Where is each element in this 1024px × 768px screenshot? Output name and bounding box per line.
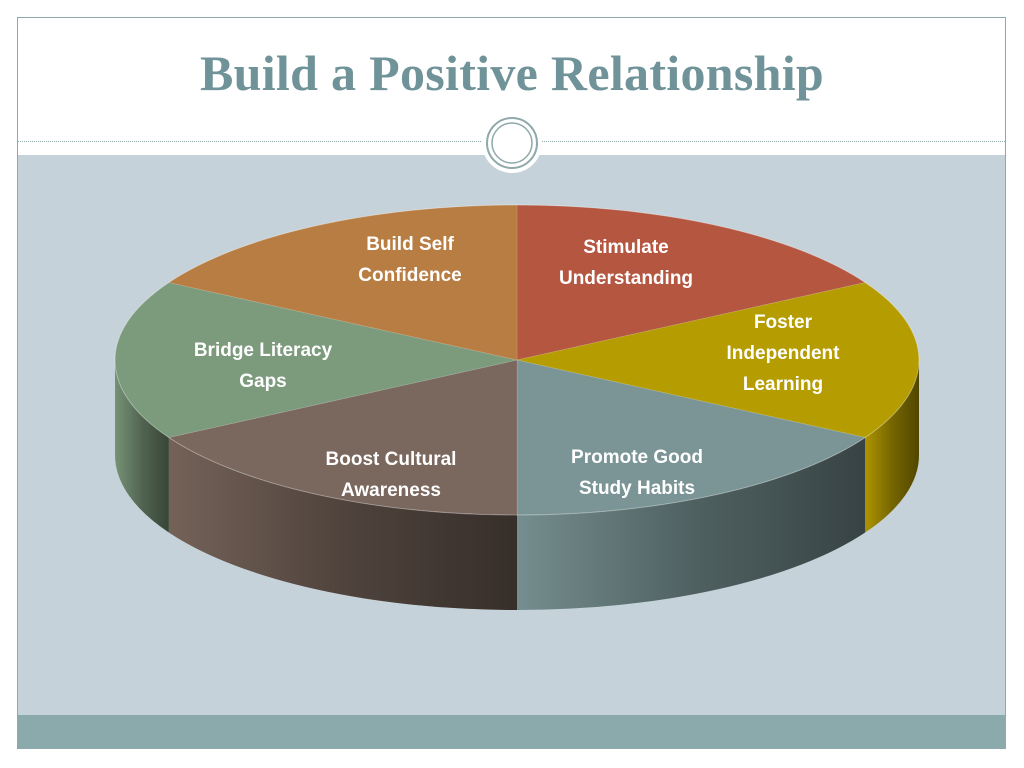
pie-side-shade-foster-independent-learning (865, 360, 919, 533)
pie-label-line: Study Habits (579, 478, 695, 499)
pie-slice-promote-good-study-habits (516, 359, 867, 516)
pie-label-line: Awareness (341, 480, 441, 501)
circle-ornament-icon (482, 113, 542, 173)
pie-label-line: Boost Cultural (326, 449, 457, 470)
pie-label-line: Understanding (559, 268, 693, 289)
slide-title: Build a Positive Relationship (199, 45, 825, 101)
pie-label-line: Bridge Literacy (194, 340, 333, 361)
pie-slice-foster-independent-learning (516, 282, 920, 438)
footer-bar (18, 715, 1005, 748)
pie-label-line: Confidence (358, 265, 461, 286)
pie-slice-boost-cultural-awareness (167, 359, 518, 516)
pie-slice-bridge-literacy-gaps (114, 282, 518, 438)
pie-side-walls (115, 360, 919, 610)
pie-label-line: Stimulate (583, 237, 669, 258)
pie-side-shade-bridge-literacy-gaps (115, 360, 169, 533)
pie-side-shade-boost-cultural-awareness (168, 437, 517, 610)
pie-top-faces (114, 204, 920, 516)
pie-label-line: Independent (727, 343, 841, 364)
pie-label-line: Gaps (239, 371, 287, 392)
pie-rim (114, 204, 920, 516)
pie-label-line: Build Self (366, 234, 454, 255)
pie-label-line: Learning (743, 374, 823, 395)
pie-slice-build-self-confidence (167, 204, 518, 361)
pie-label-line: Promote Good (571, 447, 703, 468)
pie-side-shade-promote-good-study-habits (517, 437, 866, 610)
pie-slice-stimulate-understanding (516, 204, 867, 361)
pie-label-line: Foster (754, 312, 813, 333)
